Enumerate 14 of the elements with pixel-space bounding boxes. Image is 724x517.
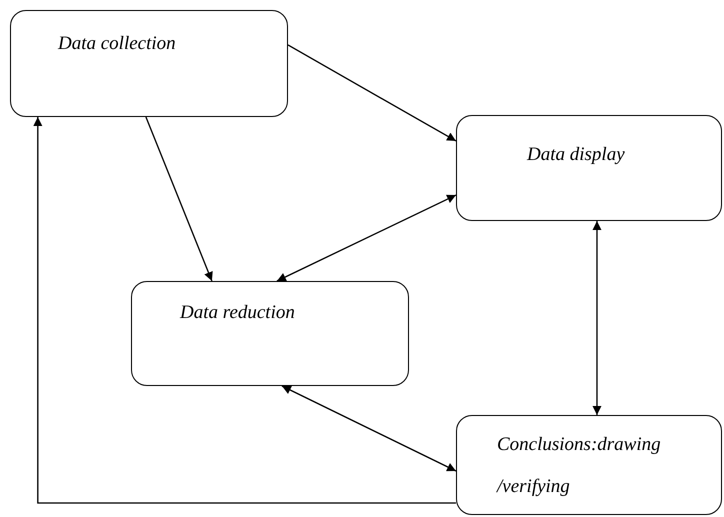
box-label: Data collection	[58, 32, 177, 56]
box-label: Conclusions:drawing /verifying	[497, 433, 662, 499]
process-box	[456, 115, 722, 221]
arrow	[33, 117, 456, 504]
arrow	[288, 44, 456, 142]
box-label: Data reduction	[180, 301, 296, 325]
arrow	[282, 385, 456, 472]
process-box	[131, 281, 409, 386]
process-box	[456, 415, 722, 515]
arrow	[276, 194, 456, 282]
arrow	[592, 221, 602, 415]
box-label: Data display	[527, 143, 626, 167]
arrow	[145, 116, 213, 282]
process-box	[10, 10, 288, 117]
